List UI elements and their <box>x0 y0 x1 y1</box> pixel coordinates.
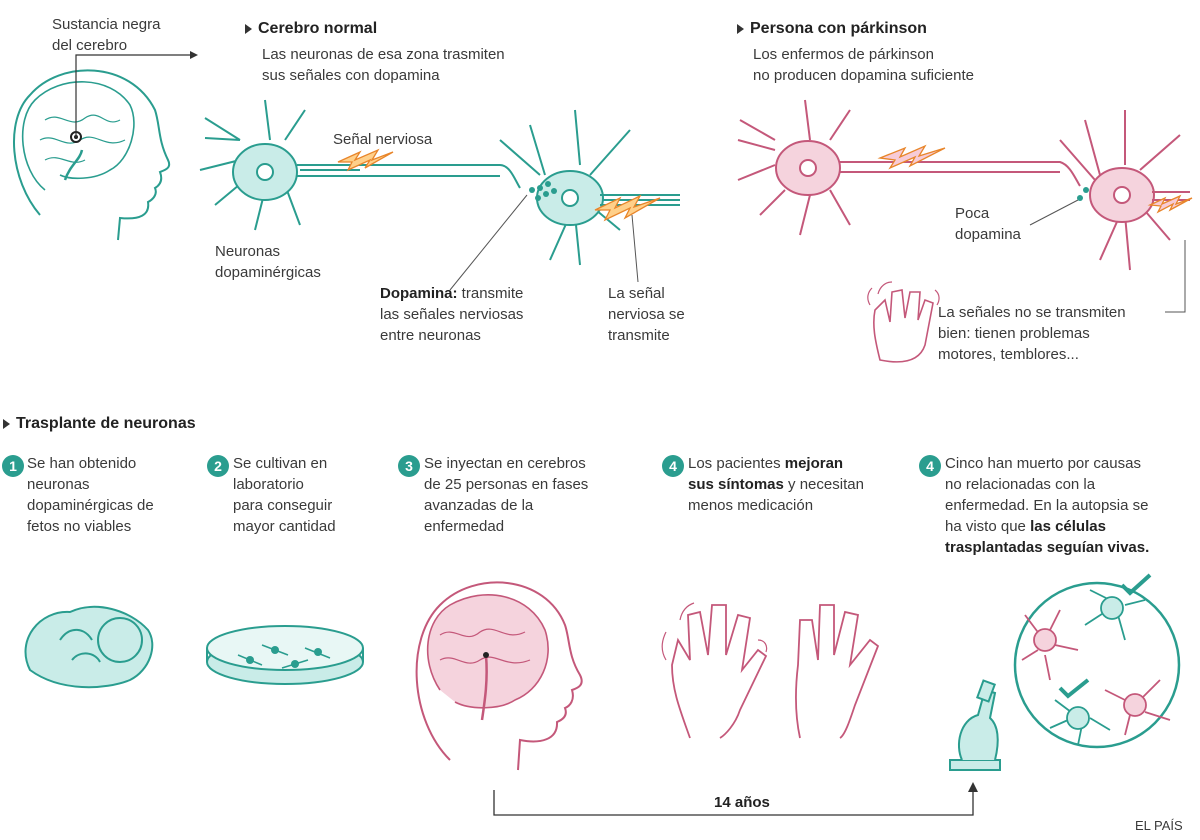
little-dopamine-label: Poca dopamina <box>955 205 1021 243</box>
bullet-icon <box>3 419 10 429</box>
credit-label: EL PAÍS <box>1135 818 1183 833</box>
neuron-normal-left <box>199 99 521 231</box>
step-3-number: 3 <box>398 455 420 477</box>
head-profile-normal <box>13 69 171 241</box>
symptoms-label: La señales no se transmiten bien: tienen… <box>938 304 1126 363</box>
microscope-icon <box>949 679 1001 771</box>
brain-label: Sustancia negra del cerebro <box>52 16 161 54</box>
trembling-hand-icon <box>867 281 940 363</box>
signal-lightning-4 <box>1147 194 1193 214</box>
signal-lightning-3 <box>877 144 946 170</box>
petri-dish-icon <box>206 625 364 685</box>
step-1-number: 1 <box>2 455 24 477</box>
years-label: 14 años <box>714 794 770 811</box>
dopamine-dots <box>529 181 557 201</box>
normal-title: Cerebro normal <box>245 20 377 38</box>
step-4-number: 4 <box>662 455 684 477</box>
cells-circle <box>1013 573 1181 749</box>
signal-lightning-2 <box>594 194 661 222</box>
parkinson-desc: Los enfermos de párkinson no producen do… <box>753 46 974 84</box>
step-1-text: Se han obtenido neuronas dopaminérgicas … <box>27 455 154 535</box>
pointer-arrow <box>75 54 190 137</box>
neuron-parkinson-right <box>1059 110 1190 271</box>
signal-label: Señal nerviosa <box>333 131 433 148</box>
transmits-label: La señal nerviosa se transmite <box>608 285 685 344</box>
bullet-icon <box>737 24 744 34</box>
neurons-label: Neuronas dopaminérgicas <box>215 243 321 281</box>
transplant-title: Trasplante de neuronas <box>3 415 196 433</box>
bullet-icon <box>245 24 252 34</box>
head-brain-transplant-icon <box>415 581 583 771</box>
parkinson-title: Persona con párkinson <box>737 20 927 38</box>
step-2-number: 2 <box>207 455 229 477</box>
normal-desc: Las neuronas de esa zona trasmiten sus s… <box>262 46 505 84</box>
step-2-text: Se cultivan en laboratorio para consegui… <box>233 455 336 535</box>
timeline-bracket <box>493 790 974 816</box>
step-5-text: Cinco han muerto por causas no relaciona… <box>945 455 1150 556</box>
neuron-parkinson-left <box>737 99 1081 236</box>
neuron-normal-right <box>499 109 680 266</box>
dopamine-label: Dopamina: transmite las señales nerviosa… <box>380 285 524 344</box>
signal-lightning-1 <box>337 148 394 172</box>
step-5-number: 4 <box>919 455 941 477</box>
fetus-icon <box>24 605 154 689</box>
step-4-text: Los pacientes mejoran sus síntomas y nec… <box>688 455 864 514</box>
hands-icon <box>661 602 880 739</box>
step-3-text: Se inyectan en cerebros de 25 personas e… <box>424 455 589 535</box>
